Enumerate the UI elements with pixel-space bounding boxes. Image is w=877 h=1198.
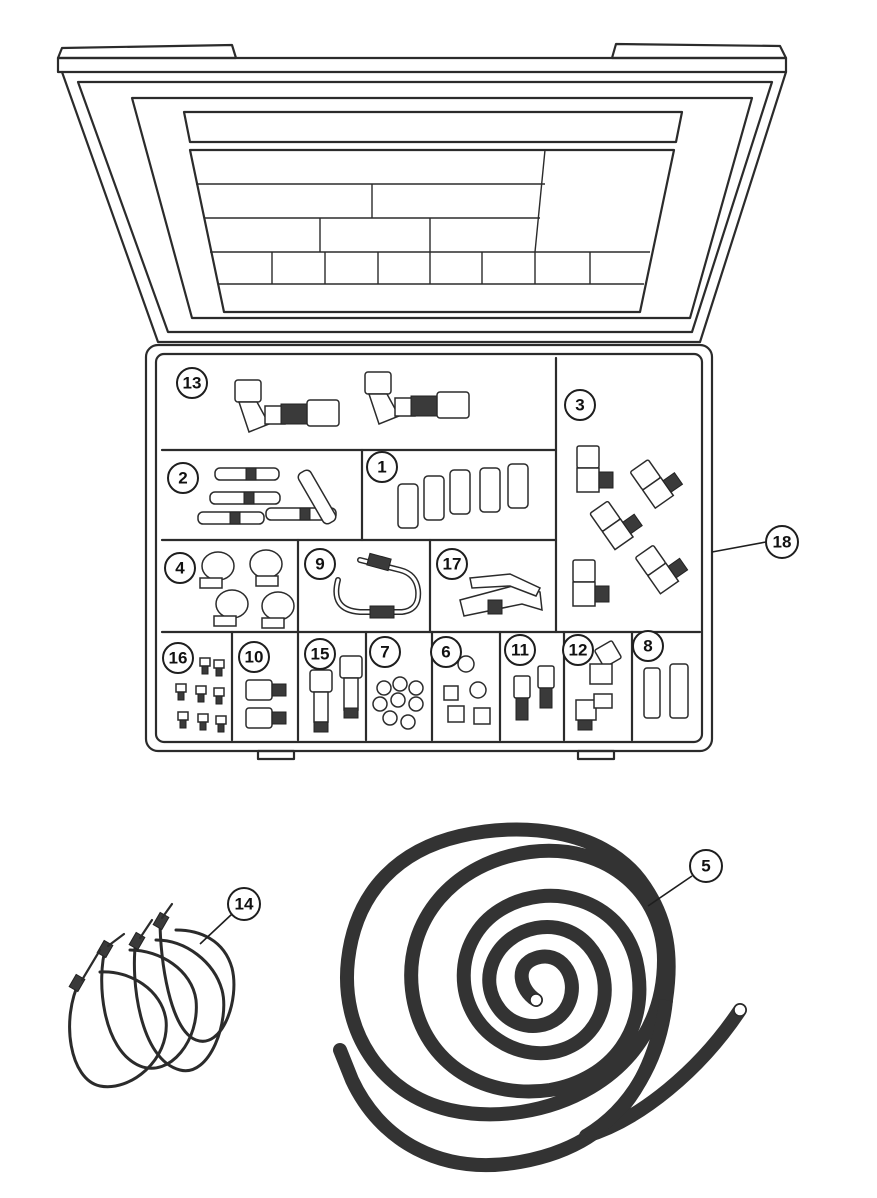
bent-tube-9 xyxy=(333,552,422,619)
case-lid xyxy=(56,42,788,344)
leader-5 xyxy=(647,875,693,907)
svg-text:4: 4 xyxy=(175,559,185,578)
svg-text:16: 16 xyxy=(169,649,188,668)
svg-text:1: 1 xyxy=(377,458,386,477)
callout-4: 4 xyxy=(164,552,196,584)
angled-fittings-3 xyxy=(572,445,689,607)
svg-text:17: 17 xyxy=(443,555,462,574)
callout-11: 11 xyxy=(504,634,536,666)
ferrules-6 xyxy=(443,655,491,725)
case-base xyxy=(144,343,714,761)
svg-text:11: 11 xyxy=(511,641,529,660)
svg-text:5: 5 xyxy=(701,857,710,876)
callout-7: 7 xyxy=(369,636,401,668)
callout-8: 8 xyxy=(632,630,664,662)
svg-text:2: 2 xyxy=(178,469,187,488)
svg-text:14: 14 xyxy=(235,895,254,914)
callout-13: 13 xyxy=(176,367,208,399)
svg-text:8: 8 xyxy=(643,637,652,656)
callout-14: 14 xyxy=(227,887,261,921)
callout-5: 5 xyxy=(689,849,723,883)
svg-text:7: 7 xyxy=(380,643,389,662)
svg-text:12: 12 xyxy=(569,641,588,660)
callout-10: 10 xyxy=(238,641,270,673)
callout-6: 6 xyxy=(430,636,462,668)
callout-15: 15 xyxy=(304,638,336,670)
couplers-1 xyxy=(397,463,529,529)
callout-3: 3 xyxy=(564,389,596,421)
fittings-2 xyxy=(197,467,337,525)
callout-2: 2 xyxy=(167,462,199,494)
svg-text:15: 15 xyxy=(311,645,330,664)
svg-text:9: 9 xyxy=(315,555,324,574)
screws-16 xyxy=(175,657,227,733)
fittings-11 xyxy=(513,665,555,721)
nuts-7 xyxy=(372,676,424,730)
leader-14 xyxy=(199,913,233,945)
cable-ties-14 xyxy=(68,902,236,1089)
callout-16: 16 xyxy=(162,642,194,674)
fittings-10 xyxy=(245,679,287,729)
callout-12: 12 xyxy=(562,634,594,666)
callout-1: 1 xyxy=(366,451,398,483)
svg-text:6: 6 xyxy=(441,643,450,662)
svg-text:10: 10 xyxy=(245,648,264,667)
callouts: 13 3 2 1 18 4 9 17 16 10 15 7 6 11 12 xyxy=(162,367,799,921)
callout-9: 9 xyxy=(304,548,336,580)
bent-fittings-17 xyxy=(459,573,543,617)
elbows-12 xyxy=(575,640,622,731)
coiled-tube-5 xyxy=(333,822,747,1172)
svg-text:3: 3 xyxy=(575,396,584,415)
callout-17: 17 xyxy=(436,548,468,580)
leader-18 xyxy=(711,541,767,553)
elbow-fittings-13 xyxy=(234,371,470,433)
clamps-4 xyxy=(199,549,295,629)
unions-8 xyxy=(643,663,689,719)
svg-text:13: 13 xyxy=(183,374,202,393)
callout-18: 18 xyxy=(765,525,799,559)
svg-text:18: 18 xyxy=(773,533,792,552)
adapters-15 xyxy=(309,655,363,733)
